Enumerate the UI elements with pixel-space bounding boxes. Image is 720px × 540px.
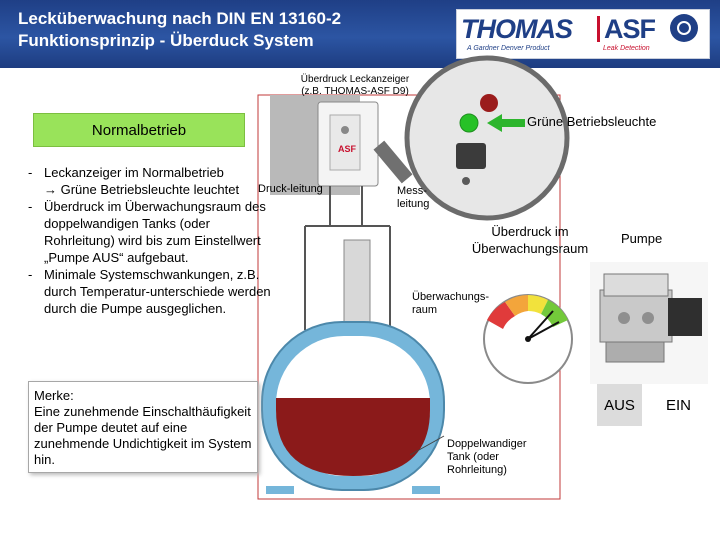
note-text: Merke: Eine zunehmende Einschalthäufigke… bbox=[34, 388, 252, 467]
bullet-fluctuations: - Minimale Systemschwankungen, z.B. durc… bbox=[28, 266, 278, 317]
measure-line-label: Mess- leitung bbox=[397, 185, 429, 211]
tank-foot-left bbox=[266, 486, 294, 494]
bullet-dash: - bbox=[28, 267, 33, 282]
note-box: Merke: Eine zunehmende Einschalthäufigke… bbox=[28, 381, 258, 473]
measure-line-label-1: Mess- bbox=[397, 185, 427, 197]
pump-label: Pumpe bbox=[621, 231, 663, 246]
bullet-text-1: Leckanzeiger im Normalbetrieb → Grüne Be… bbox=[44, 165, 240, 197]
gauge-needle-2 bbox=[527, 321, 560, 340]
title-line-2: Funktionsprinzip - Überduck System bbox=[18, 31, 314, 50]
logo-asf-text: ASF bbox=[604, 14, 656, 44]
device-brand-mark: ASF bbox=[338, 144, 357, 154]
screw-icon bbox=[462, 177, 470, 185]
pump-base bbox=[605, 341, 665, 363]
logo-tagline: A Gardner Denver Product bbox=[467, 45, 550, 52]
bullet-dash: - bbox=[28, 165, 33, 180]
green-light-icon bbox=[459, 113, 479, 133]
tank-label: Doppelwandiger Tank (oder Rohrleitung) bbox=[447, 438, 527, 477]
tank-neck bbox=[343, 239, 371, 331]
device-button bbox=[456, 143, 486, 169]
pump-valve-icon-2 bbox=[642, 312, 654, 324]
green-light-label: Grüne Betriebsleuchte bbox=[527, 114, 657, 129]
title-line-1: Lecküberwachung nach DIN EN 13160-2 bbox=[18, 9, 342, 28]
page-title: Lecküberwachung nach DIN EN 13160-2 Funk… bbox=[18, 8, 341, 52]
gauge-red-zone bbox=[487, 302, 515, 329]
green-arrow-icon bbox=[487, 114, 525, 132]
bullet-text-3: Minimale Systemschwankungen, z.B. durch … bbox=[44, 267, 271, 316]
tank-label-3: Rohrleitung) bbox=[447, 464, 507, 476]
pump-off-status: AUS bbox=[597, 384, 642, 426]
device-panel bbox=[329, 114, 361, 171]
tank-foot-right bbox=[412, 486, 440, 494]
tank-label-2: Tank (oder bbox=[447, 451, 499, 463]
magnifier-icon bbox=[404, 55, 570, 221]
device-label: Überdruck Leckanzeiger (z.B. THOMAS-ASF … bbox=[280, 74, 430, 98]
overpressure-label-1: Überdruck im bbox=[491, 224, 569, 239]
pump-body bbox=[599, 289, 673, 343]
gauge-needle bbox=[527, 310, 554, 340]
gauge-hub bbox=[525, 336, 531, 342]
logo-seal-icon bbox=[670, 14, 698, 42]
gauge-yellow-zone bbox=[528, 295, 548, 314]
overpressure-label-2: Überwachungsraum bbox=[471, 241, 589, 256]
header-bar: Lecküberwachung nach DIN EN 13160-2 Funk… bbox=[0, 0, 720, 68]
explanation-list: - Leckanzeiger im Normalbetrieb → Grüne … bbox=[28, 164, 278, 317]
logo-tagline-2: Leak Detection bbox=[603, 45, 650, 52]
pressure-line-label: Druck-leitung bbox=[258, 183, 323, 195]
bullet-normal-operation: - Leckanzeiger im Normalbetrieb → Grüne … bbox=[28, 164, 278, 198]
red-light-icon bbox=[480, 94, 498, 112]
device-indicator-icon bbox=[341, 126, 349, 134]
logo-divider bbox=[597, 16, 600, 42]
company-logo: THOMAS ASF A Gardner Denver Product Leak… bbox=[456, 9, 710, 59]
gauge-orange-zone bbox=[505, 295, 528, 316]
bullet-overpressure: - Überdruck im Überwachungsraum des dopp… bbox=[28, 198, 278, 266]
tank-label-1: Doppelwandiger bbox=[447, 438, 527, 450]
diagram-frame bbox=[257, 94, 561, 500]
logo-thomas-text: THOMAS bbox=[461, 14, 573, 44]
tank-label-pointer bbox=[409, 435, 445, 456]
monitoring-space-label: Überwachungs- raum bbox=[412, 291, 489, 317]
device-label-line-1: Überdruck Leckanzeiger bbox=[300, 74, 410, 85]
device-label-line-2: (z.B. THOMAS-ASF D9) bbox=[301, 86, 409, 97]
pump-motor bbox=[668, 298, 702, 336]
monitoring-space-label-2: raum bbox=[412, 304, 438, 316]
mode-label: Normalbetrieb bbox=[33, 113, 245, 147]
monitoring-space-label-1: Überwachungs- bbox=[412, 291, 490, 303]
pump-head bbox=[603, 273, 669, 297]
pump-on-status: EIN bbox=[665, 396, 691, 414]
magnifier-handle bbox=[373, 140, 413, 184]
bullet-dash: - bbox=[28, 199, 33, 214]
overpressure-label: Überdruck im Überwachungsraum bbox=[460, 223, 600, 257]
measure-line-label-2: leitung bbox=[397, 198, 430, 210]
bullet-text-2: Überdruck im Überwachungsraum des doppel… bbox=[44, 199, 266, 265]
tank-liquid bbox=[276, 398, 430, 476]
gauge-green-zone bbox=[541, 300, 568, 327]
pump-valve-icon bbox=[618, 312, 630, 324]
